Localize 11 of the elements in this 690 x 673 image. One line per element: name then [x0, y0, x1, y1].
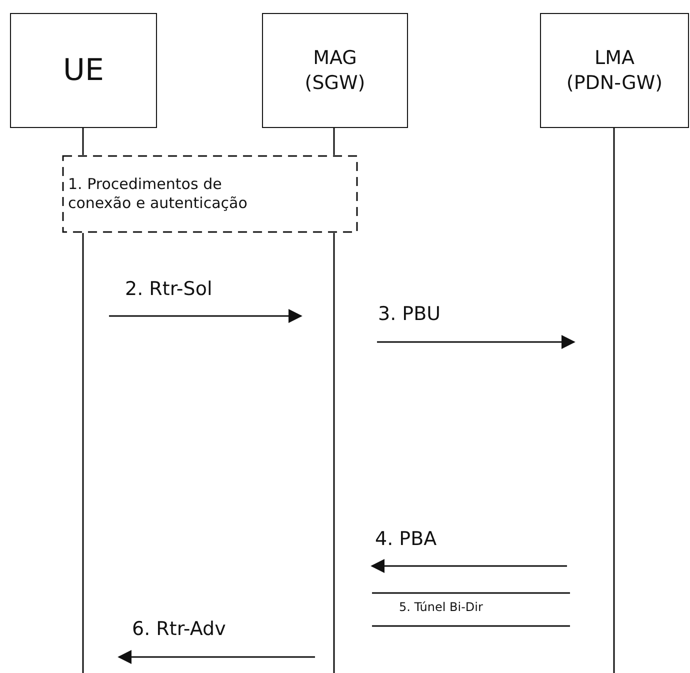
- message-arrow: [370, 559, 567, 573]
- tunnel-lines: [371, 592, 571, 627]
- participant-name: MAG (SGW): [304, 46, 366, 96]
- dashed-step-box: [62, 155, 358, 233]
- participant-name: UE: [63, 52, 104, 90]
- step-text: 1. Procedimentos de conexão e autenticação: [68, 174, 248, 214]
- message-arrow: [109, 309, 302, 323]
- message-arrow: [377, 335, 576, 349]
- edge-label: 5. Túnel Bi-Dir: [399, 601, 483, 614]
- message-arrow: [118, 650, 315, 664]
- participant-name: LMA (PDN-GW): [565, 46, 664, 96]
